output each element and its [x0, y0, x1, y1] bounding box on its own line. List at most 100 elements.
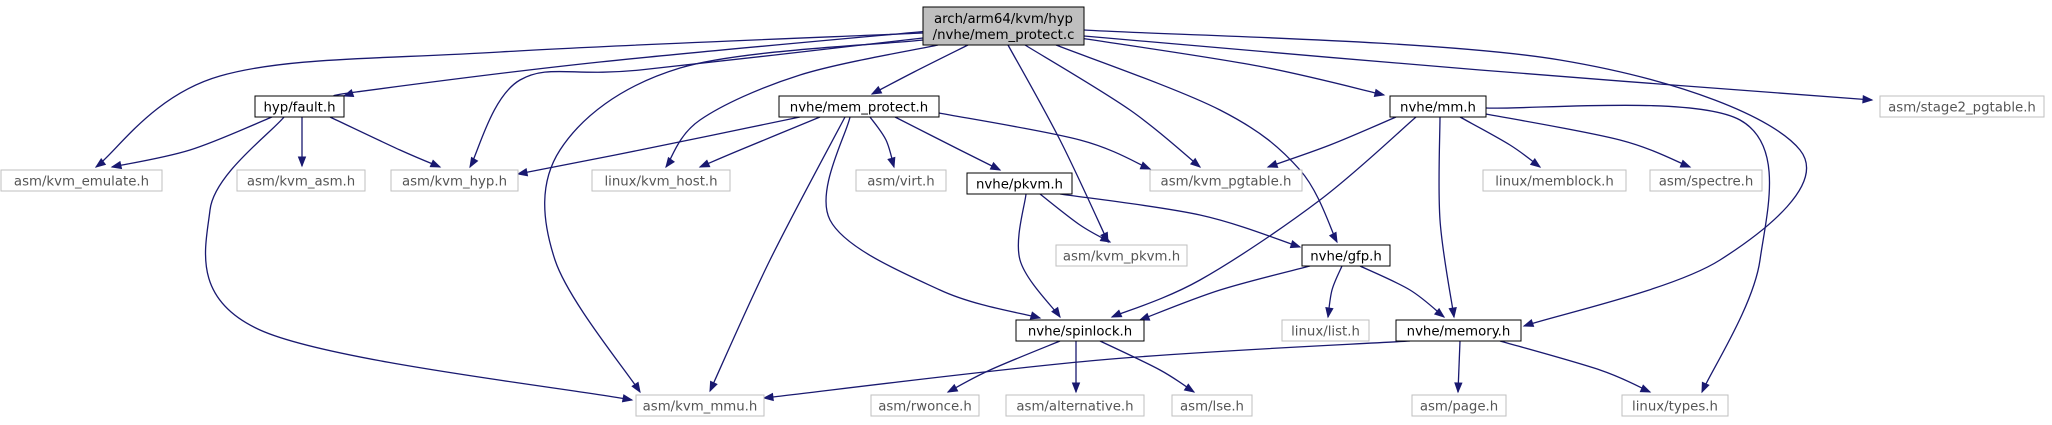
edge-line	[95, 32, 924, 168]
edge-nvhe_mem_protect-to-nvhe_pkvm	[894, 116, 1002, 171]
node-root[interactable]: arch/arm64/kvm/hyp/nvhe/mem_protect.c	[922, 6, 1085, 46]
node-asm-kvm-mmu: asm/kvm_mmu.h	[635, 394, 765, 417]
edge-line	[1083, 29, 1808, 327]
node-nvhe-mm[interactable]: nvhe/mm.h	[1389, 95, 1487, 118]
edge-line	[699, 116, 821, 168]
edge-nvhe_mem_protect-to-linux_kvm_host	[698, 116, 821, 168]
edge-line	[1059, 193, 1301, 248]
edge-arrowhead	[1448, 307, 1457, 319]
node-box	[1015, 319, 1145, 342]
node-label: asm/spectre.h	[1659, 175, 1754, 190]
nodes-layer: arch/arm64/kvm/hyp/nvhe/mem_protect.chyp…	[0, 6, 2045, 417]
node-box	[1411, 394, 1507, 417]
edge-line	[1039, 193, 1111, 243]
edge-nvhe_pkvm-to-nvhe_spinlock	[1017, 193, 1061, 319]
node-box	[1005, 394, 1145, 417]
edge-line	[1111, 116, 1417, 318]
node-nvhe-mem-protect[interactable]: nvhe/mem_protect.h	[778, 95, 940, 118]
node-label: nvhe/mm.h	[1400, 101, 1476, 116]
node-label: nvhe/spinlock.h	[1028, 325, 1132, 340]
edge-line	[1359, 265, 1445, 318]
node-asm-rwonce: asm/rwonce.h	[870, 394, 980, 417]
edge-line	[938, 112, 1151, 170]
edge-arrowhead	[1099, 233, 1112, 243]
node-box	[870, 394, 980, 417]
edge-hyp_fault-to-asm_kvm_hyp	[329, 116, 442, 168]
node-label: asm/kvm_mmu.h	[643, 400, 758, 415]
node-box	[1301, 244, 1391, 267]
node-label: asm/rwonce.h	[878, 400, 972, 415]
node-label: asm/kvm_hyp.h	[402, 175, 507, 190]
edge-line	[1459, 116, 1541, 168]
edge-arrowhead	[989, 161, 1002, 171]
node-box	[855, 169, 947, 192]
edge-line	[1485, 104, 1771, 393]
edge-root-to-nvhe_memory	[1083, 29, 1808, 327]
edge-arrowhead	[1325, 307, 1334, 319]
node-nvhe-memory[interactable]: nvhe/memory.h	[1395, 319, 1522, 342]
edge-arrowhead	[342, 88, 355, 98]
node-box	[254, 95, 345, 118]
edge-arrowhead	[709, 380, 718, 393]
edge-arrowhead	[665, 156, 675, 169]
node-box	[591, 169, 731, 192]
edge-root-to-asm_kvm_emulate	[94, 32, 924, 168]
edge-nvhe_mem_protect-to-asm_virt	[869, 116, 896, 169]
node-asm-alternative: asm/alternative.h	[1005, 394, 1145, 417]
edge-line	[111, 116, 273, 168]
edge-arrowhead	[1183, 383, 1196, 393]
edge-line	[329, 116, 441, 168]
edge-root-to-nvhe_mem_protect	[870, 44, 969, 95]
node-hyp-fault[interactable]: hyp/fault.h	[254, 95, 345, 118]
edge-nvhe_mm-to-asm_kvm_pgtable	[1266, 116, 1397, 168]
node-label: linux/memblock.h	[1495, 175, 1614, 190]
edge-arrowhead	[1266, 159, 1279, 168]
node-label: asm/page.h	[1420, 400, 1498, 415]
node-box	[778, 95, 940, 118]
edge-arrowhead	[1529, 158, 1542, 168]
node-nvhe-pkvm[interactable]: nvhe/pkvm.h	[966, 172, 1073, 195]
node-nvhe-gfp[interactable]: nvhe/gfp.h	[1301, 244, 1391, 267]
edge-line	[517, 116, 801, 175]
node-asm-kvm-pkvm: asm/kvm_pkvm.h	[1055, 244, 1188, 267]
edge-arrowhead	[1029, 311, 1042, 320]
edge-nvhe_mm-to-nvhe_memory	[1438, 116, 1457, 319]
edge-arrowhead	[1110, 309, 1123, 318]
edge-line	[1485, 113, 1691, 168]
edge-arrowhead	[469, 156, 479, 169]
edge-arrowhead	[297, 156, 307, 168]
node-label: linux/list.h	[1291, 325, 1360, 340]
edge-arrowhead	[1373, 88, 1386, 98]
node-label: asm/kvm_asm.h	[247, 175, 355, 190]
node-box	[1389, 95, 1487, 118]
edge-nvhe_gfp-to-nvhe_spinlock	[1138, 265, 1311, 321]
edge-hyp_fault-to-asm_kvm_asm	[297, 117, 307, 168]
node-box	[390, 169, 519, 192]
edge-hyp_fault-to-asm_kvm_emulate	[110, 116, 273, 170]
node-box	[1395, 319, 1522, 342]
edge-root-to-nvhe_mm	[1079, 37, 1386, 98]
node-linux-kvm-host: linux/kvm_host.h	[591, 169, 731, 192]
edge-arrowhead	[887, 156, 896, 169]
edge-line	[1139, 265, 1311, 321]
node-label: nvhe/pkvm.h	[976, 178, 1063, 193]
edge-nvhe_mem_protect-to-asm_kvm_mmu	[709, 116, 846, 393]
edge-arrowhead	[621, 394, 634, 403]
edge-arrowhead	[946, 383, 959, 393]
node-box	[1879, 95, 2045, 118]
edge-arrowhead	[1522, 318, 1535, 327]
edge-nvhe_gfp-to-linux_list	[1325, 265, 1343, 319]
node-label: nvhe/memory.h	[1407, 325, 1511, 340]
edge-arrowhead	[1289, 240, 1302, 249]
edge-arrowhead	[870, 85, 883, 95]
edge-line	[1024, 44, 1201, 168]
edge-root-to-asm_kvm_hyp	[469, 37, 924, 169]
edge-line	[1007, 44, 1109, 243]
node-nvhe-spinlock[interactable]: nvhe/spinlock.h	[1015, 319, 1145, 342]
node-box	[1149, 169, 1303, 192]
edge-nvhe_pkvm-to-nvhe_gfp	[1059, 193, 1302, 249]
edge-line	[469, 37, 924, 168]
edge-arrowhead	[1139, 161, 1152, 170]
edge-root-to-asm_kvm_pgtable	[1024, 44, 1202, 168]
node-label: arch/arm64/kvm/hyp	[934, 12, 1073, 27]
